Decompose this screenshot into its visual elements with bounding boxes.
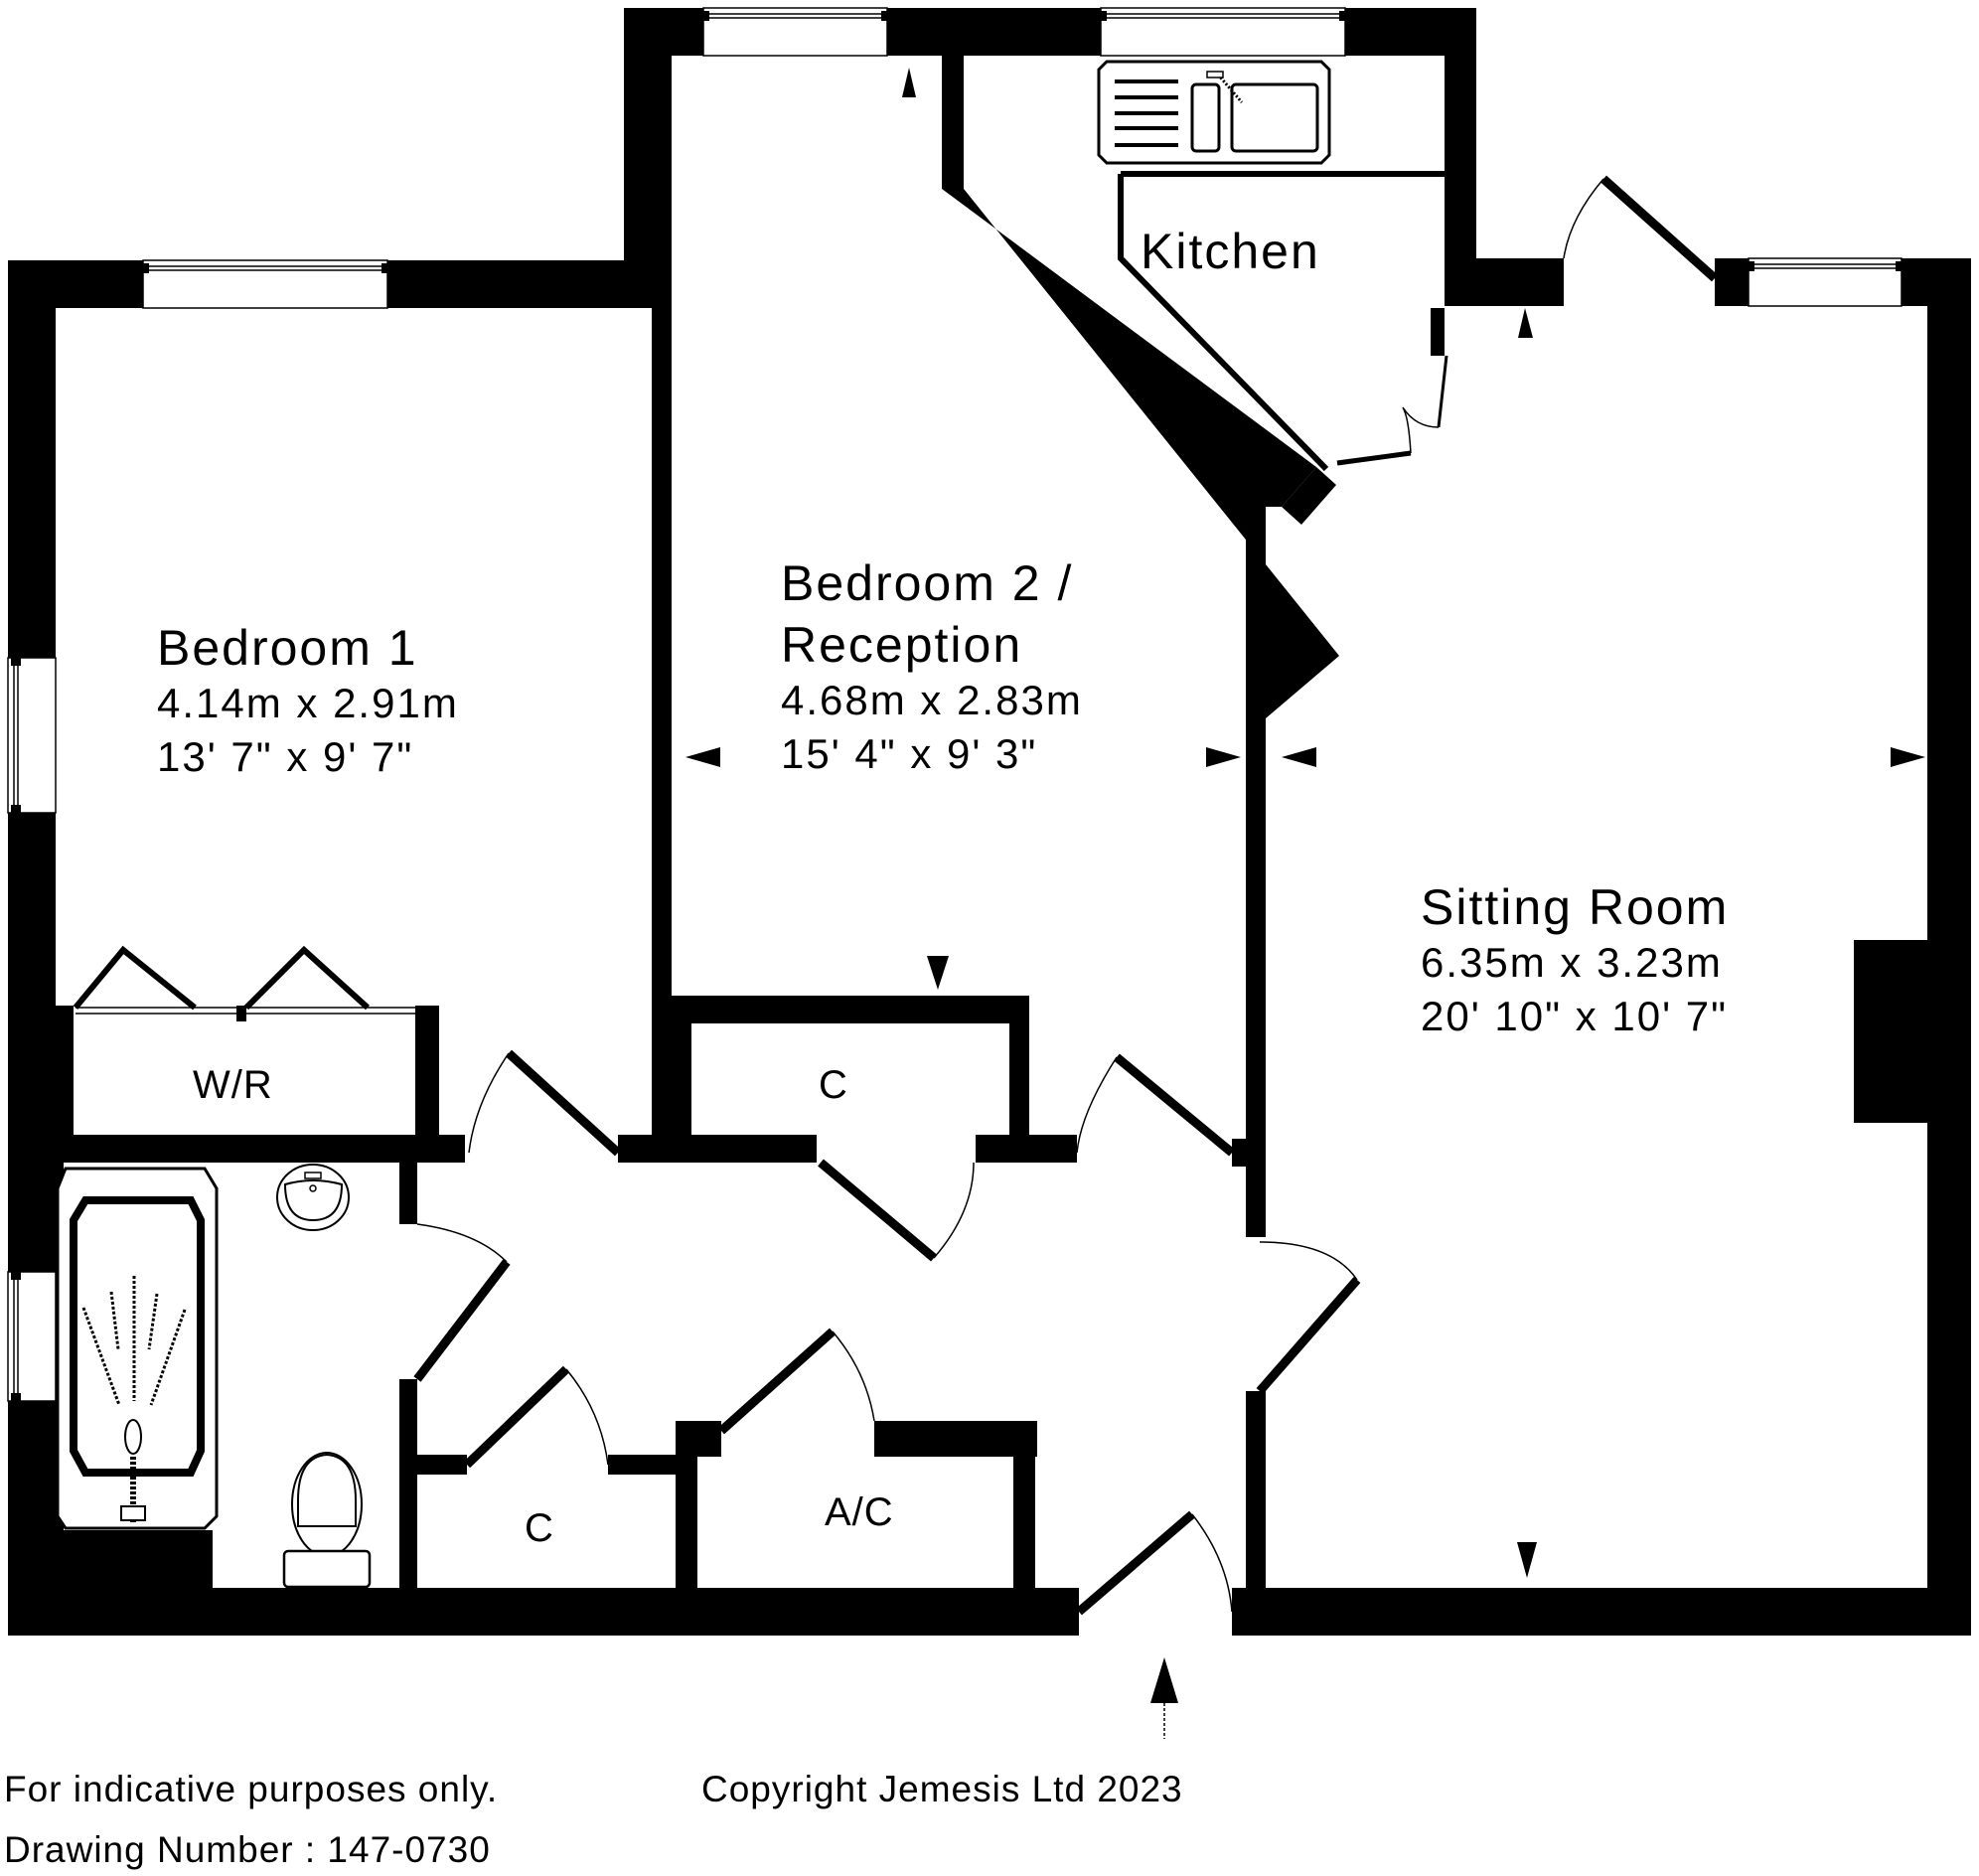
room-name-line1: Bedroom 2 / <box>781 555 1074 611</box>
dimension-arrows <box>685 68 1925 1739</box>
room-dimensions-metric: 4.68m x 2.83m <box>781 677 1083 723</box>
room-dimensions-metric: 6.35m x 3.23m <box>1421 939 1723 986</box>
label-wardrobe: W/R <box>193 1063 273 1107</box>
room-name: Kitchen <box>1141 224 1320 279</box>
room-label-bedroom1: Bedroom 1 4.14m x 2.91m 13' 7" x 9' 7" <box>157 623 459 778</box>
wash-basin-icon <box>276 1164 350 1231</box>
room-dimensions-imperial: 15' 4" x 9' 3" <box>781 730 1038 777</box>
disclaimer-text: For indicative purposes only. <box>4 1769 499 1809</box>
internal-walls <box>56 56 1445 1600</box>
copyright-text: Copyright Jemesis Ltd 2023 <box>701 1769 1183 1809</box>
windows <box>7 7 1903 1402</box>
room-label-sitting-room: Sitting Room 6.35m x 3.23m 20' 10" x 10'… <box>1421 882 1729 1037</box>
label-airing-cupboard: A/C <box>825 1490 894 1534</box>
label-cupboard-bedroom2: C <box>819 1063 848 1107</box>
room-name: Sitting Room <box>1421 879 1730 935</box>
bath-icon <box>56 1167 219 1530</box>
room-label-kitchen: Kitchen <box>1141 227 1320 276</box>
room-dimensions-imperial: 20' 10" x 10' 7" <box>1421 993 1729 1039</box>
room-name: Bedroom 1 <box>157 620 418 676</box>
toilet-icon <box>282 1452 372 1589</box>
room-dimensions-metric: 4.14m x 2.91m <box>157 680 459 726</box>
doors <box>73 175 1718 1616</box>
drawing-number: Drawing Number : 147-0730 <box>4 1829 491 1870</box>
label-cupboard-hall: C <box>525 1506 554 1550</box>
kitchen-sink-icon <box>1097 60 1331 165</box>
room-label-bedroom2: Bedroom 2 / Reception 4.68m x 2.83m 15' … <box>781 558 1083 775</box>
outer-walls <box>8 8 1971 1636</box>
room-name-line2: Reception <box>781 617 1023 673</box>
room-dimensions-imperial: 13' 7" x 9' 7" <box>157 733 414 780</box>
